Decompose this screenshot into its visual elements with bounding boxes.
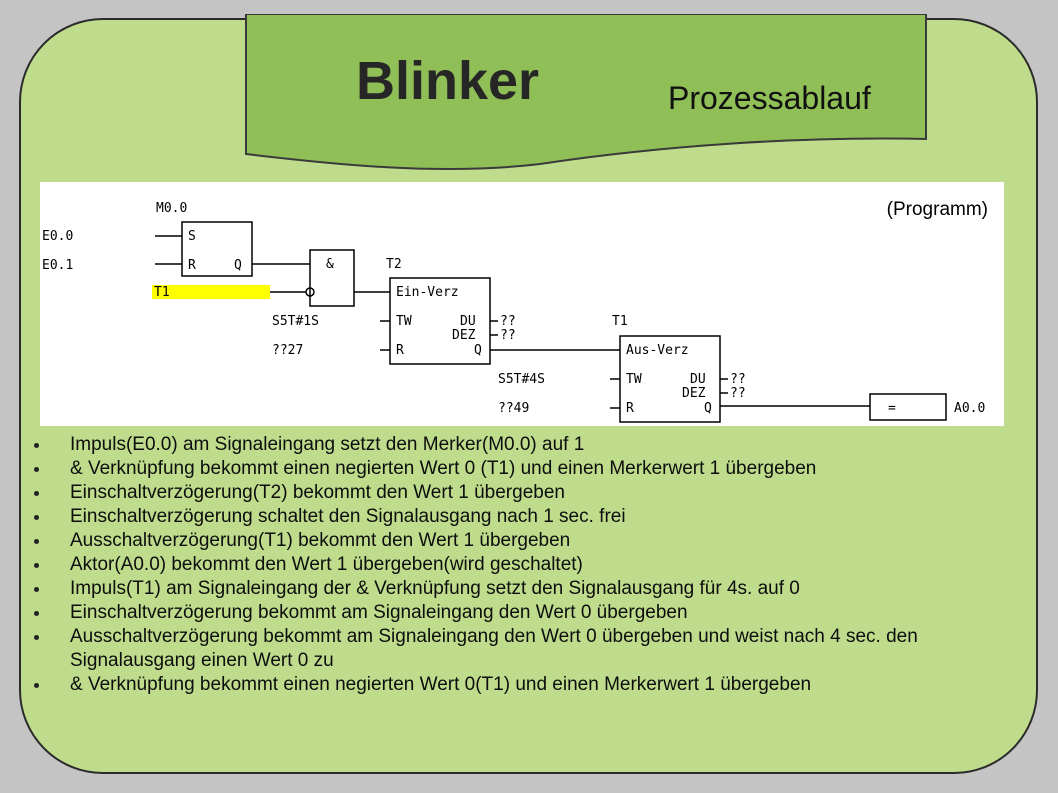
program-label: (Programm) bbox=[886, 199, 988, 220]
page-title: Blinker bbox=[356, 51, 540, 111]
page-subtitle: Prozessablauf bbox=[668, 80, 871, 116]
ein-verz-q-pin: Q bbox=[474, 343, 482, 358]
ein-verz-dez-out: ?? bbox=[500, 328, 516, 343]
aus-verz-du-out: ?? bbox=[730, 372, 746, 387]
and-gate-box bbox=[309, 249, 355, 307]
output-a00: A0.0 bbox=[954, 401, 985, 416]
input-e01: E0.1 bbox=[42, 258, 73, 273]
ein-verz-du-out: ?? bbox=[500, 314, 516, 329]
aus-verz-tw-value: S5T#4S bbox=[498, 372, 545, 387]
list-item: & Verknüpfung bekommt einen negierten We… bbox=[34, 457, 1034, 481]
ein-verz-dez-pin: DEZ bbox=[452, 328, 476, 343]
list-item: Ausschaltverzögerung bekommt am Signalei… bbox=[34, 625, 1034, 673]
list-item: & Verknüpfung bekommt einen negierten We… bbox=[34, 673, 1034, 697]
aus-verz-dez-out: ?? bbox=[730, 386, 746, 401]
and-gate-label: & bbox=[326, 257, 334, 272]
m00-label: M0.0 bbox=[156, 201, 187, 216]
aus-verz-title: Aus-Verz bbox=[626, 343, 689, 358]
aus-verz-du-pin: DU bbox=[690, 372, 706, 387]
sr-flipflop-box bbox=[181, 221, 253, 277]
t2-label: T2 bbox=[386, 257, 402, 272]
aus-verz-q-pin: Q bbox=[704, 401, 712, 416]
aus-verz-dez-pin: DEZ bbox=[682, 386, 706, 401]
title-banner bbox=[245, 14, 927, 171]
process-steps-list: Impuls(E0.0) am Signaleingang setzt den … bbox=[34, 433, 1034, 697]
input-t1: T1 bbox=[154, 285, 170, 300]
ein-verz-title: Ein-Verz bbox=[396, 285, 459, 300]
list-item: Impuls(E0.0) am Signaleingang setzt den … bbox=[34, 433, 1034, 457]
assign-label: = bbox=[888, 401, 896, 416]
t1-input-highlight bbox=[152, 285, 270, 299]
list-item: Impuls(T1) am Signaleingang der & Verknü… bbox=[34, 577, 1034, 601]
ein-verz-r-value: ??27 bbox=[272, 343, 303, 358]
fbd-diagram: M0.0 S R Q E0.0 E0.1 T1 & T2 Ein-Verz TW… bbox=[40, 182, 1004, 426]
sr-s-pin: S bbox=[188, 229, 196, 244]
fbd-diagram-svg: M0.0 S R Q E0.0 E0.1 T1 & T2 Ein-Verz TW… bbox=[42, 201, 985, 423]
sr-r-pin: R bbox=[188, 258, 196, 273]
list-item: Ausschaltverzögerung(T1) bekommt den Wer… bbox=[34, 529, 1034, 553]
list-item: Einschaltverzögerung(T2) bekommt den Wer… bbox=[34, 481, 1034, 505]
ein-verz-du-pin: DU bbox=[460, 314, 476, 329]
aus-verz-r-value: ??49 bbox=[498, 401, 529, 416]
ein-verz-r-pin: R bbox=[396, 343, 404, 358]
ein-verz-tw-value: S5T#1S bbox=[272, 314, 319, 329]
list-item: Einschaltverzögerung schaltet den Signal… bbox=[34, 505, 1034, 529]
input-e00: E0.0 bbox=[42, 229, 73, 244]
list-item: Aktor(A0.0) bekommt den Wert 1 übergeben… bbox=[34, 553, 1034, 577]
aus-verz-tw-pin: TW bbox=[626, 372, 642, 387]
t1-label: T1 bbox=[612, 314, 628, 329]
sr-q-pin: Q bbox=[234, 258, 242, 273]
ein-verz-tw-pin: TW bbox=[396, 314, 412, 329]
assign-box bbox=[869, 393, 947, 421]
aus-verz-r-pin: R bbox=[626, 401, 634, 416]
list-item: Einschaltverzögerung bekommt am Signalei… bbox=[34, 601, 1034, 625]
